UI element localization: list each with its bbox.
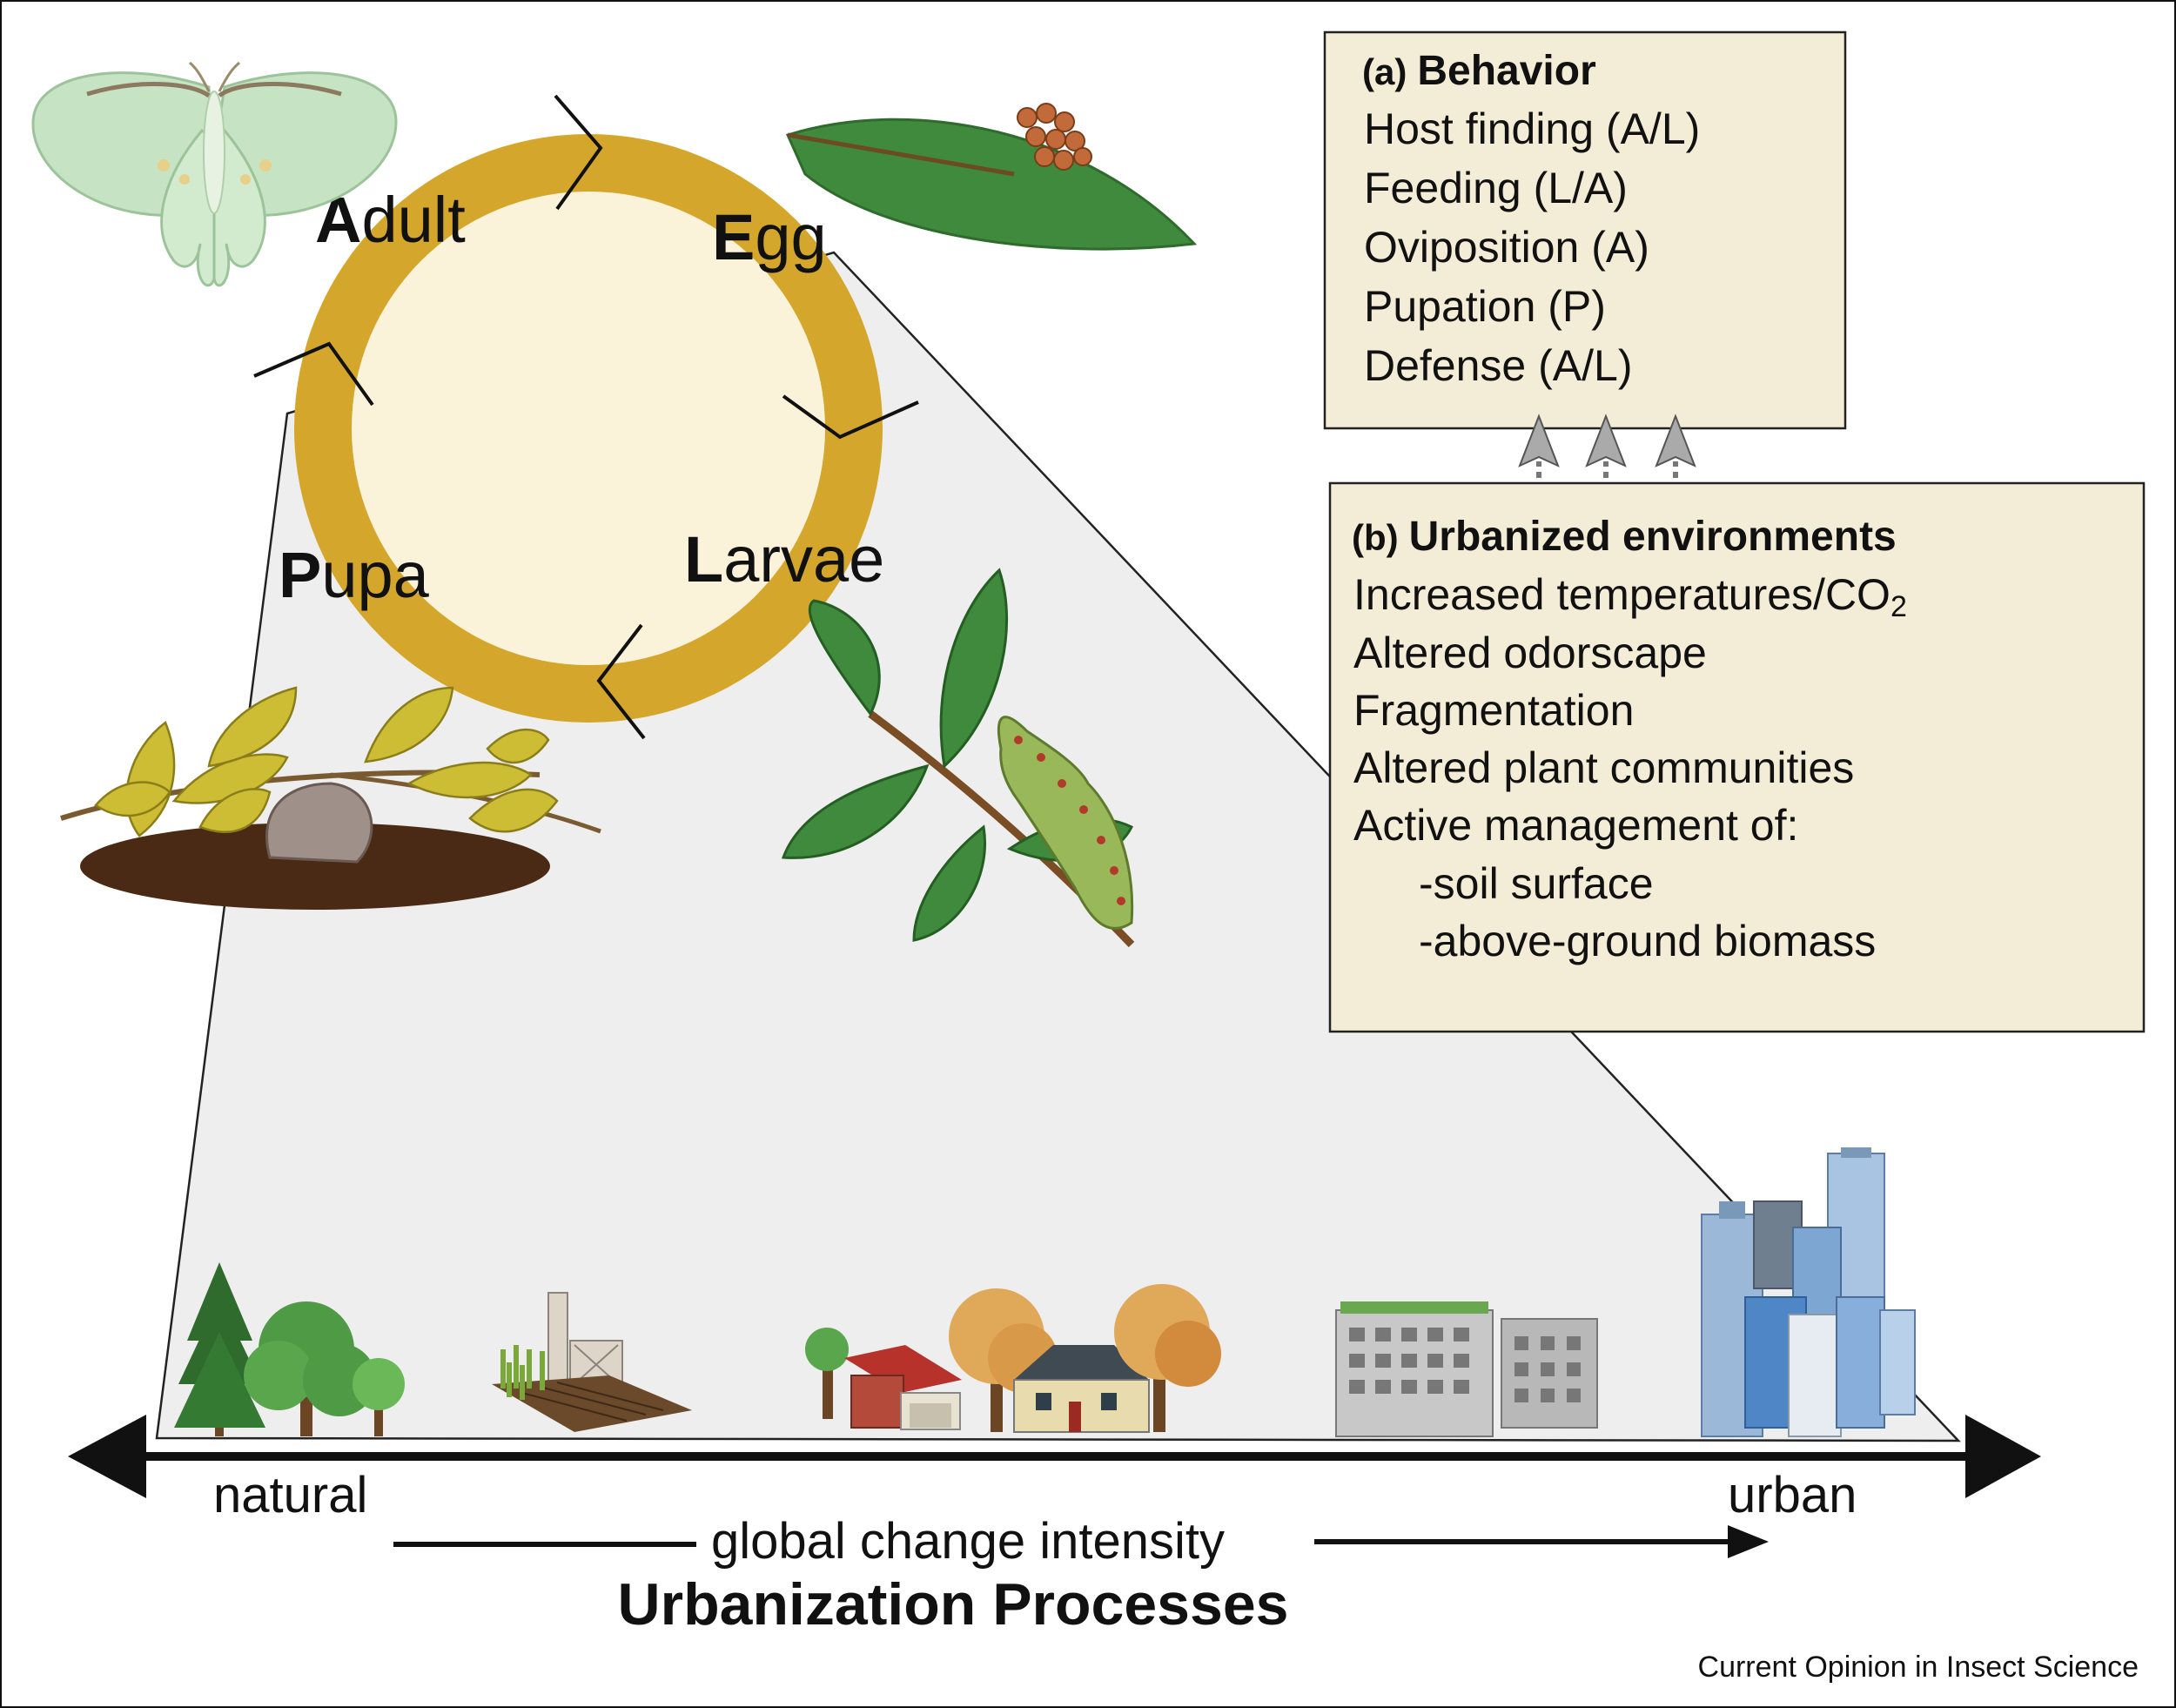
axis-urban-label: urban (1728, 1467, 1857, 1523)
environment-box-title: (b)Urbanized environments (1352, 514, 1897, 560)
arrow-pupa-adult-icon (253, 341, 374, 407)
life-cycle-ring (294, 134, 883, 723)
axis-right-arrowhead-icon (1965, 1415, 2041, 1498)
urbanization-axis (68, 1415, 2041, 1498)
environment-subitem: -soil surface (1419, 859, 1654, 908)
behavior-item: Feeding (L/A) (1364, 164, 1628, 212)
behavior-item: Oviposition (A) (1364, 223, 1649, 272)
intensity-arrowhead-icon (1728, 1525, 1769, 1558)
behavior-item: Host finding (A/L) (1364, 104, 1700, 153)
larvae-branch-icon (781, 568, 1135, 948)
cocoon-icon (265, 782, 373, 864)
stage-larvae-label: Larvae (684, 523, 884, 595)
influence-arrow-icon (1518, 414, 1560, 501)
stage-adult-label: Adult (315, 184, 466, 256)
axis-natural-label: natural (213, 1467, 367, 1523)
environment-item: Increased temperatures/CO2 (1353, 570, 1907, 623)
arrow-adult-egg-icon (554, 94, 603, 211)
influence-arrows (1518, 414, 1696, 501)
suburban-houses-icon (805, 1284, 1221, 1433)
stage-pupa-label: Pupa (279, 539, 430, 611)
environment-subitem: -above-ground biomass (1419, 917, 1876, 965)
caterpillar-icon (997, 716, 1134, 930)
process-title: Urbanization Processes (618, 1571, 1289, 1637)
environment-item: Active management of: (1353, 801, 1798, 850)
behavior-item: Defense (A/L) (1364, 341, 1632, 390)
arrow-egg-larvae-icon (782, 394, 919, 440)
cycle-arrows (253, 94, 919, 740)
intensity-label: global change intensity (711, 1513, 1225, 1570)
environment-item: Fragmentation (1353, 686, 1634, 735)
influence-arrow-icon (1585, 414, 1627, 501)
behavior-item: Pupation (P) (1364, 282, 1606, 331)
environment-box: (b)Urbanized environments Increased temp… (1328, 481, 2146, 1033)
axis-left-arrowhead-icon (68, 1415, 146, 1498)
stage-egg-label: Egg (712, 201, 827, 273)
arrow-larvae-pupa-icon (596, 623, 646, 740)
luna-moth-icon (31, 61, 398, 287)
egg-cluster-icon (1017, 103, 1092, 171)
environment-item: Altered odorscape (1353, 629, 1707, 677)
environment-item: Altered plant communities (1353, 743, 1854, 792)
behavior-box: (a)Behavior Host finding (A/L) Feeding (… (1323, 30, 1847, 430)
forest-trees-icon (174, 1262, 405, 1436)
co2-subscript: 2 (1891, 590, 1907, 623)
source-credit: Current Opinion in Insect Science (1698, 1651, 2139, 1684)
behavior-box-title: (a)Behavior (1362, 48, 1596, 94)
pupa-leaf-litter-icon (60, 686, 601, 910)
farm-field-icon (492, 1292, 692, 1432)
egg-leaf-icon (785, 103, 1198, 251)
skyscrapers-icon (1701, 1147, 1916, 1437)
influence-arrow-icon (1655, 414, 1696, 501)
apartment-buildings-icon (1335, 1301, 1598, 1437)
